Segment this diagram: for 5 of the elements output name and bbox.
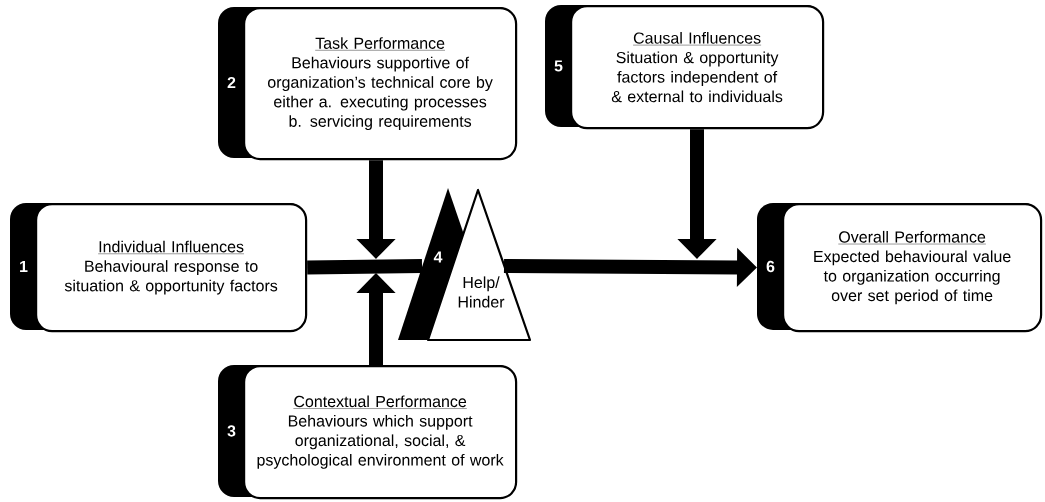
process-box: Causal Influences Situation & opportunity factors independent of & external to individuals 5	[545, 5, 825, 130]
process-box: Contextual Performance Behaviours which support organizational, social, & psychological environment of work 3	[218, 365, 518, 500]
process-box: Overall Performance Expected behavioural value to organization occurring over set period of time 6	[757, 203, 1043, 333]
process-box: Task Performance Behaviours supportive of organization’s technical core by either a. executing processes b. servicing requirements 2	[218, 7, 518, 161]
process-box: Individual Influences Behavioural response to situation & opportunity factors 1	[10, 203, 308, 333]
